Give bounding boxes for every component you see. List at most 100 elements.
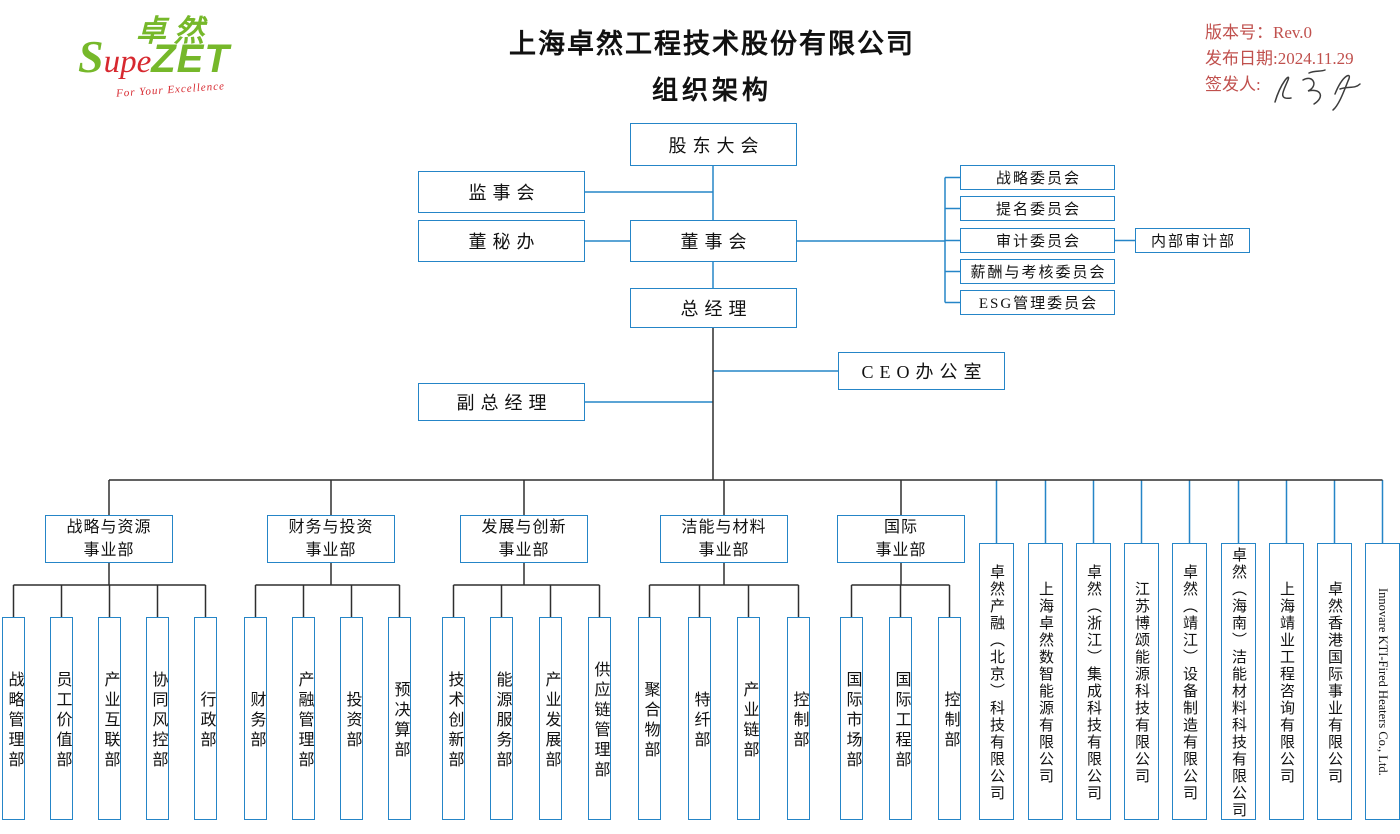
dept-box: 控制部: [787, 617, 810, 820]
dept-box: 供应链管理部: [588, 617, 611, 820]
dept-label: 战略管理部: [5, 670, 23, 771]
dept-box: 国际市场部: [840, 617, 863, 820]
chart-subtitle: 组织架构: [651, 76, 772, 105]
box-label: 股东大会: [668, 135, 765, 156]
subsidiary-box: 卓然（浙江）集成科技有限公司: [1076, 543, 1111, 820]
box-compensation-committee: 薪酬与考核委员会: [960, 259, 1115, 284]
box-board-of-directors: 董事会: [630, 220, 797, 262]
dept-box: 协同风控部: [146, 617, 169, 820]
box-supervisory-board: 监事会: [418, 171, 585, 213]
box-label: CEO办公室: [861, 362, 988, 382]
dept-box: 战略管理部: [2, 617, 25, 820]
dept-label: 产业链部: [740, 680, 758, 761]
company-name-title: 上海卓然工程技术股份有限公司: [509, 29, 915, 59]
box-audit-committee: 审计委员会: [960, 228, 1115, 253]
box-label: 监事会: [468, 183, 541, 203]
subsidiary-label: 卓然（靖江）设备制造有限公司: [1181, 563, 1197, 802]
subsidiary-label: 卓然（浙江）集成科技有限公司: [1085, 563, 1101, 802]
subsidiary-box: 上海靖业工程咨询有限公司: [1269, 543, 1304, 820]
box-division-cleanenergy-materials: 洁能与材料 事业部: [660, 515, 788, 563]
dept-label: 国际工程部: [892, 670, 910, 771]
dept-label: 控制部: [941, 690, 959, 751]
division-label-line1: 战略与资源: [66, 518, 152, 536]
subsidiary-box: 卓然（海南）洁能材料科技有限公司: [1221, 543, 1256, 820]
box-strategy-committee: 战略委员会: [960, 165, 1115, 190]
dept-box: 控制部: [938, 617, 961, 820]
box-internal-audit-dept: 内部审计部: [1135, 228, 1250, 253]
box-label: 董事会: [680, 232, 753, 252]
division-label-line1: 洁能与材料: [681, 518, 767, 536]
logo-letter-s: S: [78, 31, 104, 82]
dept-box: 特纤部: [688, 617, 711, 820]
box-ceo-office: CEO办公室: [838, 352, 1005, 390]
dept-box: 国际工程部: [889, 617, 912, 820]
division-label-line2: 事业部: [83, 542, 135, 559]
page-title: 上海卓然工程技术股份有限公司 组织架构: [412, 22, 1012, 107]
subsidiary-box: 上海卓然数智能源有限公司: [1028, 543, 1063, 820]
division-label-line2: 事业部: [698, 542, 750, 559]
logo-letters-zet: ZET: [151, 37, 230, 81]
box-label: 审计委员会: [995, 234, 1081, 250]
subsidiary-label: 卓然（海南）洁能材料科技有限公司: [1230, 546, 1246, 819]
logo-brand-text: SupeZET: [78, 30, 230, 83]
dept-label: 行政部: [197, 690, 215, 751]
subsidiary-label: 上海卓然数智能源有限公司: [1037, 580, 1053, 785]
dept-label: 技术创新部: [445, 670, 463, 771]
dept-box: 产融管理部: [292, 617, 315, 820]
dept-label: 财务部: [247, 690, 265, 751]
version-label: 版本号：Rev.0: [1205, 23, 1313, 42]
signature-mark: [1274, 69, 1361, 111]
box-general-manager: 总经理: [630, 288, 797, 328]
dept-box: 能源服务部: [490, 617, 513, 820]
box-shareholders-meeting: 股东大会: [630, 123, 797, 166]
dept-box: 产业发展部: [539, 617, 562, 820]
dept-box: 产业链部: [737, 617, 760, 820]
box-label: 董秘办: [468, 232, 541, 252]
subsidiary-box: 卓然（靖江）设备制造有限公司: [1172, 543, 1207, 820]
box-board-secretary-office: 董秘办: [418, 220, 585, 262]
dept-label: 聚合物部: [641, 680, 659, 761]
division-label-line1: 财务与投资: [288, 518, 374, 536]
dept-label: 国际市场部: [843, 670, 861, 771]
dept-label: 投资部: [343, 690, 361, 751]
box-label: 副总经理: [456, 393, 553, 413]
document-meta: 版本号：Rev.0 发布日期:2024.11.29 签发人:: [1205, 20, 1400, 111]
dept-label: 产业发展部: [542, 670, 560, 771]
box-division-international: 国际 事业部: [837, 515, 965, 563]
box-division-development-innovation: 发展与创新 事业部: [460, 515, 588, 563]
division-label-line2: 事业部: [305, 542, 357, 559]
subsidiary-box: 卓然香港国际事业有限公司: [1317, 543, 1352, 820]
logo-letters-upe: upe: [103, 44, 152, 80]
box-label: 提名委员会: [995, 202, 1081, 218]
release-date-label: 发布日期:2024.11.29: [1205, 49, 1354, 68]
division-label-line2: 事业部: [875, 542, 927, 559]
dept-label: 产融管理部: [295, 670, 313, 771]
dept-box: 行政部: [194, 617, 217, 820]
subsidiary-label: 上海靖业工程咨询有限公司: [1278, 580, 1294, 785]
box-label: 内部审计部: [1150, 234, 1236, 250]
dept-label: 特纤部: [691, 690, 709, 751]
company-logo: 卓然 SupeZET For Your Excellence: [78, 10, 288, 100]
box-label: 总经理: [680, 299, 753, 319]
dept-box: 聚合物部: [638, 617, 661, 820]
box-esg-committee: ESG管理委员会: [960, 290, 1115, 315]
subsidiary-box: 卓然产融（北京）科技有限公司: [979, 543, 1014, 820]
dept-box: 技术创新部: [442, 617, 465, 820]
box-division-finance-investment: 财务与投资 事业部: [267, 515, 395, 563]
subsidiary-box: 江苏博颂能源科技有限公司: [1124, 543, 1159, 820]
dept-box: 财务部: [244, 617, 267, 820]
dept-label: 预决算部: [391, 680, 409, 761]
logo-cjk-text: 卓然: [136, 15, 212, 48]
dept-label: 员工价值部: [53, 670, 71, 771]
box-deputy-general-manager: 副总经理: [418, 383, 585, 421]
division-label-line1: 国际: [883, 518, 918, 536]
dept-label: 控制部: [790, 690, 808, 751]
division-label-line2: 事业部: [498, 542, 550, 559]
box-nomination-committee: 提名委员会: [960, 196, 1115, 221]
box-label: ESG管理委员会: [978, 296, 1099, 312]
subsidiary-box: Innovare KTI-Fired Heaters Co., Ltd.: [1365, 543, 1400, 820]
dept-box: 预决算部: [388, 617, 411, 820]
subsidiary-label: 卓然产融（北京）科技有限公司: [988, 563, 1004, 802]
